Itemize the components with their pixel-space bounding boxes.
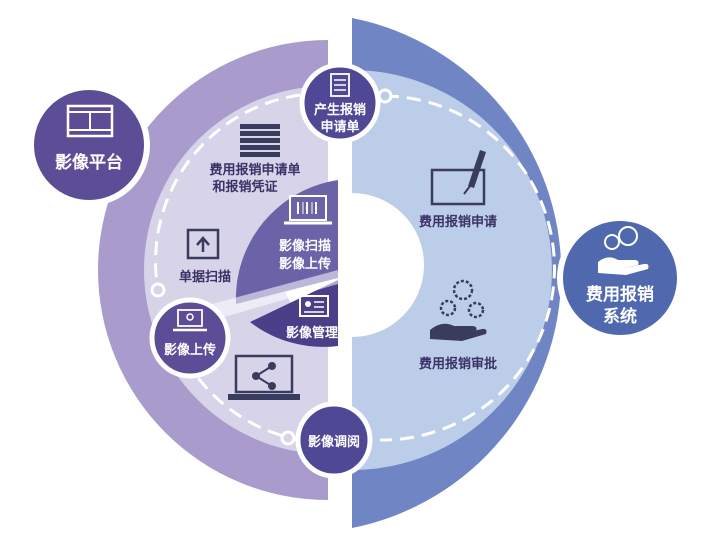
platform-node: 影像平台: [28, 84, 150, 206]
node-top: 产生报销 申请单: [299, 62, 381, 144]
pen-tablet-icon: [430, 150, 486, 206]
node-bottom: 影像调阅: [295, 401, 373, 479]
system-node: 费用报销 系统: [557, 215, 683, 341]
node-left-label: 影像上传: [164, 342, 216, 358]
approve-label: 费用报销审批: [419, 356, 497, 372]
voucher-label-line2: 和报销凭证: [212, 179, 277, 195]
paper-stack-icon: [240, 124, 280, 157]
laptop-share-icon: [228, 354, 300, 400]
money-hand-icon: [598, 226, 649, 275]
film-icon: [66, 104, 114, 138]
box-upload-icon: [186, 228, 220, 260]
left-dash-path-lower: [184, 359, 301, 442]
right-dash-path: [379, 94, 556, 442]
hand-team-icon: [430, 279, 487, 341]
monitor-profile-icon: [299, 295, 329, 317]
scan-label: 单据扫描: [179, 269, 231, 285]
system-title-line1: 费用报销: [586, 284, 654, 305]
manage-tab-label: 影像管理: [286, 325, 338, 341]
path-marker: [280, 430, 296, 446]
path-marker: [150, 282, 166, 298]
node-left: 影像上传: [149, 297, 231, 379]
node-top-line2: 申请单: [320, 119, 359, 135]
laptop-barcode-icon: [284, 195, 332, 225]
upload-tab-line2: 影像上传: [279, 256, 331, 272]
path-marker: [377, 88, 393, 104]
node-bottom-label: 影像调阅: [308, 434, 360, 450]
right-inner-area: [352, 70, 552, 470]
platform-title: 影像平台: [55, 152, 123, 173]
document-icon: [330, 73, 350, 97]
node-top-line1: 产生报销: [314, 102, 366, 118]
voucher-label-line1: 费用报销申请单: [209, 162, 300, 178]
system-title-line2: 系统: [603, 306, 637, 327]
laptop-upload-icon: [173, 309, 207, 332]
apply-label: 费用报销申请: [419, 214, 497, 230]
left-dash-path: [154, 93, 301, 291]
upload-tab-line1: 影像扫描: [279, 238, 331, 254]
